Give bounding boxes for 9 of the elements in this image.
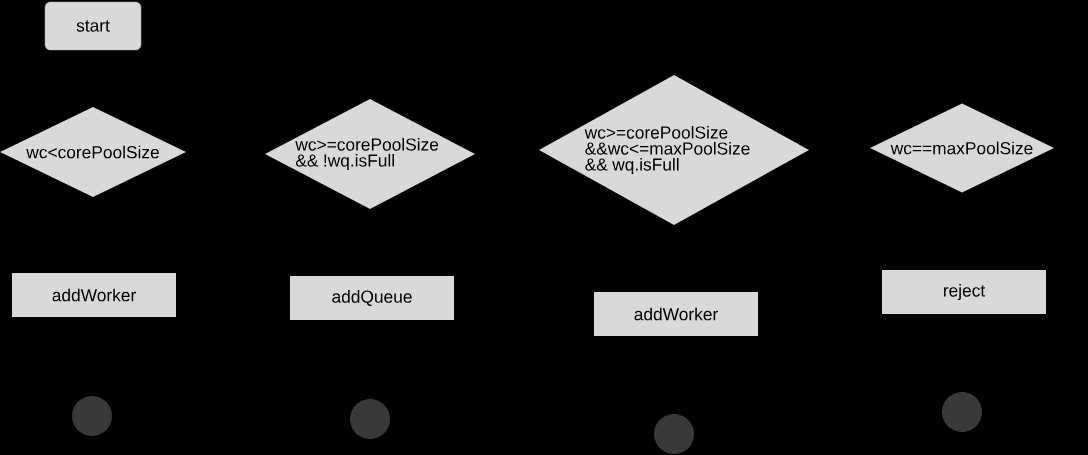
end-circle xyxy=(350,399,390,439)
process-box: addWorker xyxy=(12,273,176,317)
process-box: addQueue xyxy=(290,276,454,320)
end-circle xyxy=(72,396,112,436)
start-box: start xyxy=(44,1,142,51)
process-box: addWorker xyxy=(594,292,758,336)
end-circle xyxy=(654,414,694,454)
process-box: reject xyxy=(882,270,1046,314)
end-circle xyxy=(942,392,982,432)
